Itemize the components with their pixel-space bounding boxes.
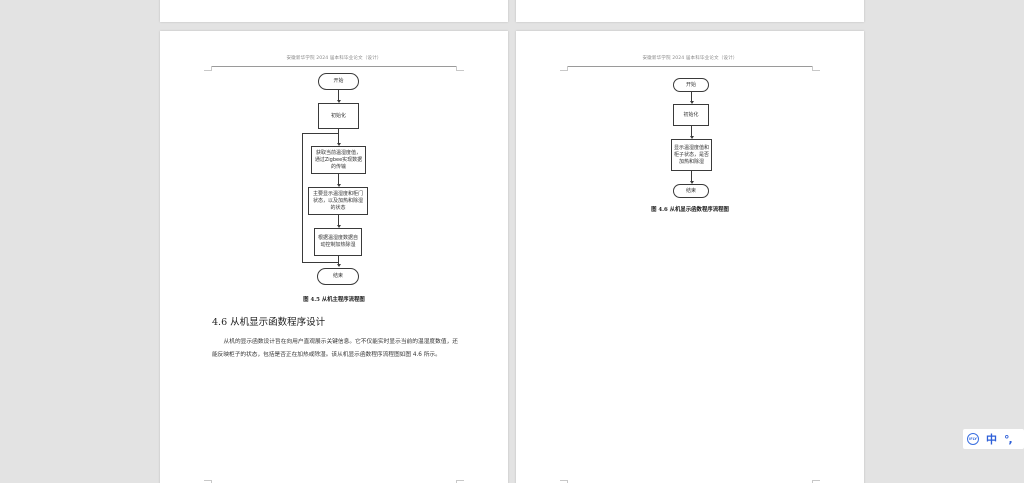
- ime-punctuation-toggle[interactable]: °,: [1004, 432, 1013, 446]
- crop-mark: [812, 480, 820, 483]
- crop-mark: [204, 480, 212, 483]
- arrow-icon: [336, 100, 341, 103]
- figure-caption: 图 4.5 从机主程序流程图: [303, 297, 365, 303]
- flowchart-step-display: 主要显示温湿度和柜门状态，以及加热和除湿的状态: [308, 187, 368, 215]
- figure-caption: 图 4.6 从机显示函数程序流程图: [651, 207, 729, 213]
- arrow-icon: [336, 143, 341, 146]
- flowchart-init: 初始化: [318, 103, 359, 129]
- crop-mark: [560, 480, 568, 483]
- crop-mark: [560, 66, 568, 71]
- ime-logo-icon[interactable]: iFLY: [967, 433, 979, 445]
- arrow-icon: [689, 181, 694, 184]
- previous-page-right: [516, 0, 864, 22]
- document-page-right: 安徽新华学院 2024 届本科毕业论文（设计） 开始 初始化 显示温湿度值和柜子…: [516, 31, 864, 483]
- crop-mark: [204, 66, 212, 71]
- document-page-left: 安徽新华学院 2024 届本科毕业论文（设计） 开始 初始化 获取当前温湿度值，…: [160, 31, 508, 483]
- ime-language-toggle[interactable]: 中: [986, 433, 997, 446]
- header-rule: [568, 66, 812, 67]
- flowchart-step-control: 根据温湿度数据自动控制加热除湿: [314, 228, 362, 256]
- ime-toolbar[interactable]: iFLY 中 °,: [963, 429, 1024, 449]
- flowchart-step-display: 显示温湿度值和柜子状态，是否加热和除湿: [671, 139, 712, 171]
- crop-mark: [812, 66, 820, 71]
- flowchart-end: 结束: [673, 184, 709, 198]
- flowchart-start: 开始: [673, 78, 709, 92]
- section-heading: 4.6 从机显示函数程序设计: [212, 317, 326, 328]
- crop-mark: [456, 66, 464, 71]
- arrow-icon: [336, 264, 341, 267]
- page-header: 安徽新华学院 2024 届本科毕业论文（设计）: [286, 56, 382, 61]
- flowchart-start: 开始: [318, 73, 359, 90]
- arrow-icon: [689, 101, 694, 104]
- body-paragraph: 从机的显示函数设计旨在向用户直观展示关键信息。它不仅能实时显示当前的温湿度数值，…: [212, 339, 458, 359]
- crop-mark: [456, 480, 464, 483]
- arrow-icon: [336, 184, 341, 187]
- flowchart-init: 初始化: [673, 104, 709, 126]
- page-header: 安徽新华学院 2024 届本科毕业论文（设计）: [642, 56, 738, 61]
- flowchart-end: 结束: [317, 268, 359, 285]
- arrow-icon: [336, 225, 341, 228]
- previous-page-left: [160, 0, 508, 22]
- arrow-icon: [689, 136, 694, 139]
- flowchart-step-acquire: 获取当前温湿度值，通过Zigbee实现数据的传输: [311, 146, 366, 174]
- header-rule: [212, 66, 456, 67]
